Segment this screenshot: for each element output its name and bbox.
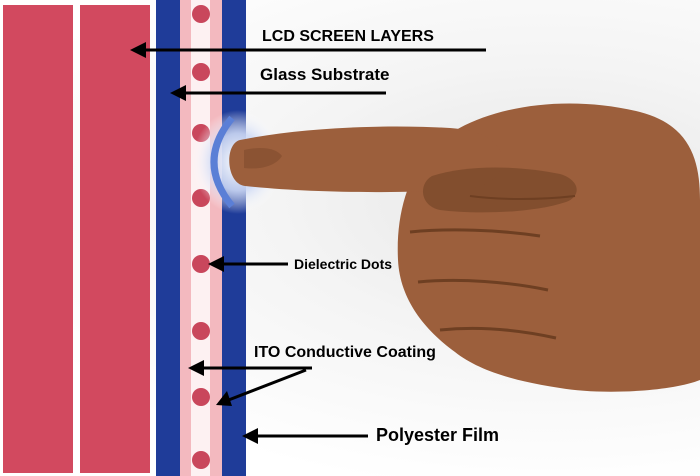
dielectric-dot: [192, 255, 210, 273]
label-polyester-film: Polyester Film: [376, 425, 500, 445]
label-ito-conductive-coating: ITO Conductive Coating: [254, 344, 436, 361]
dielectric-dots-group: [192, 5, 210, 469]
lcd-layer-1: [3, 5, 73, 473]
arrow-ito-lower-head: [216, 391, 232, 406]
arrow-lcd-head: [130, 42, 146, 58]
label-glass-substrate: Glass Substrate: [260, 65, 390, 84]
film-deformation: [210, 115, 235, 209]
dielectric-dot: [192, 5, 210, 23]
dielectric-dot: [192, 63, 210, 81]
arrow-dots-head: [208, 256, 224, 272]
dielectric-gap: [191, 0, 210, 476]
label-dielectric-dots: Dielectric Dots: [294, 256, 393, 272]
dielectric-dot: [192, 451, 210, 469]
arrow-glass-head: [170, 85, 186, 101]
label-arrows: [130, 42, 486, 444]
arrow-ito-upper-head: [188, 360, 204, 376]
label-lcd-screen-layers: LCD SCREEN LAYERS: [262, 28, 434, 45]
pointing-hand-icon: [229, 103, 700, 392]
lcd-layer-2: [80, 5, 150, 473]
dielectric-dot: [192, 388, 210, 406]
dielectric-dot: [192, 322, 210, 340]
arrow-polyester-head: [242, 428, 258, 444]
glass-substrate-layer: [156, 0, 180, 476]
arrow-ito-lower-line: [225, 368, 307, 403]
ito-coating-left: [180, 0, 191, 476]
